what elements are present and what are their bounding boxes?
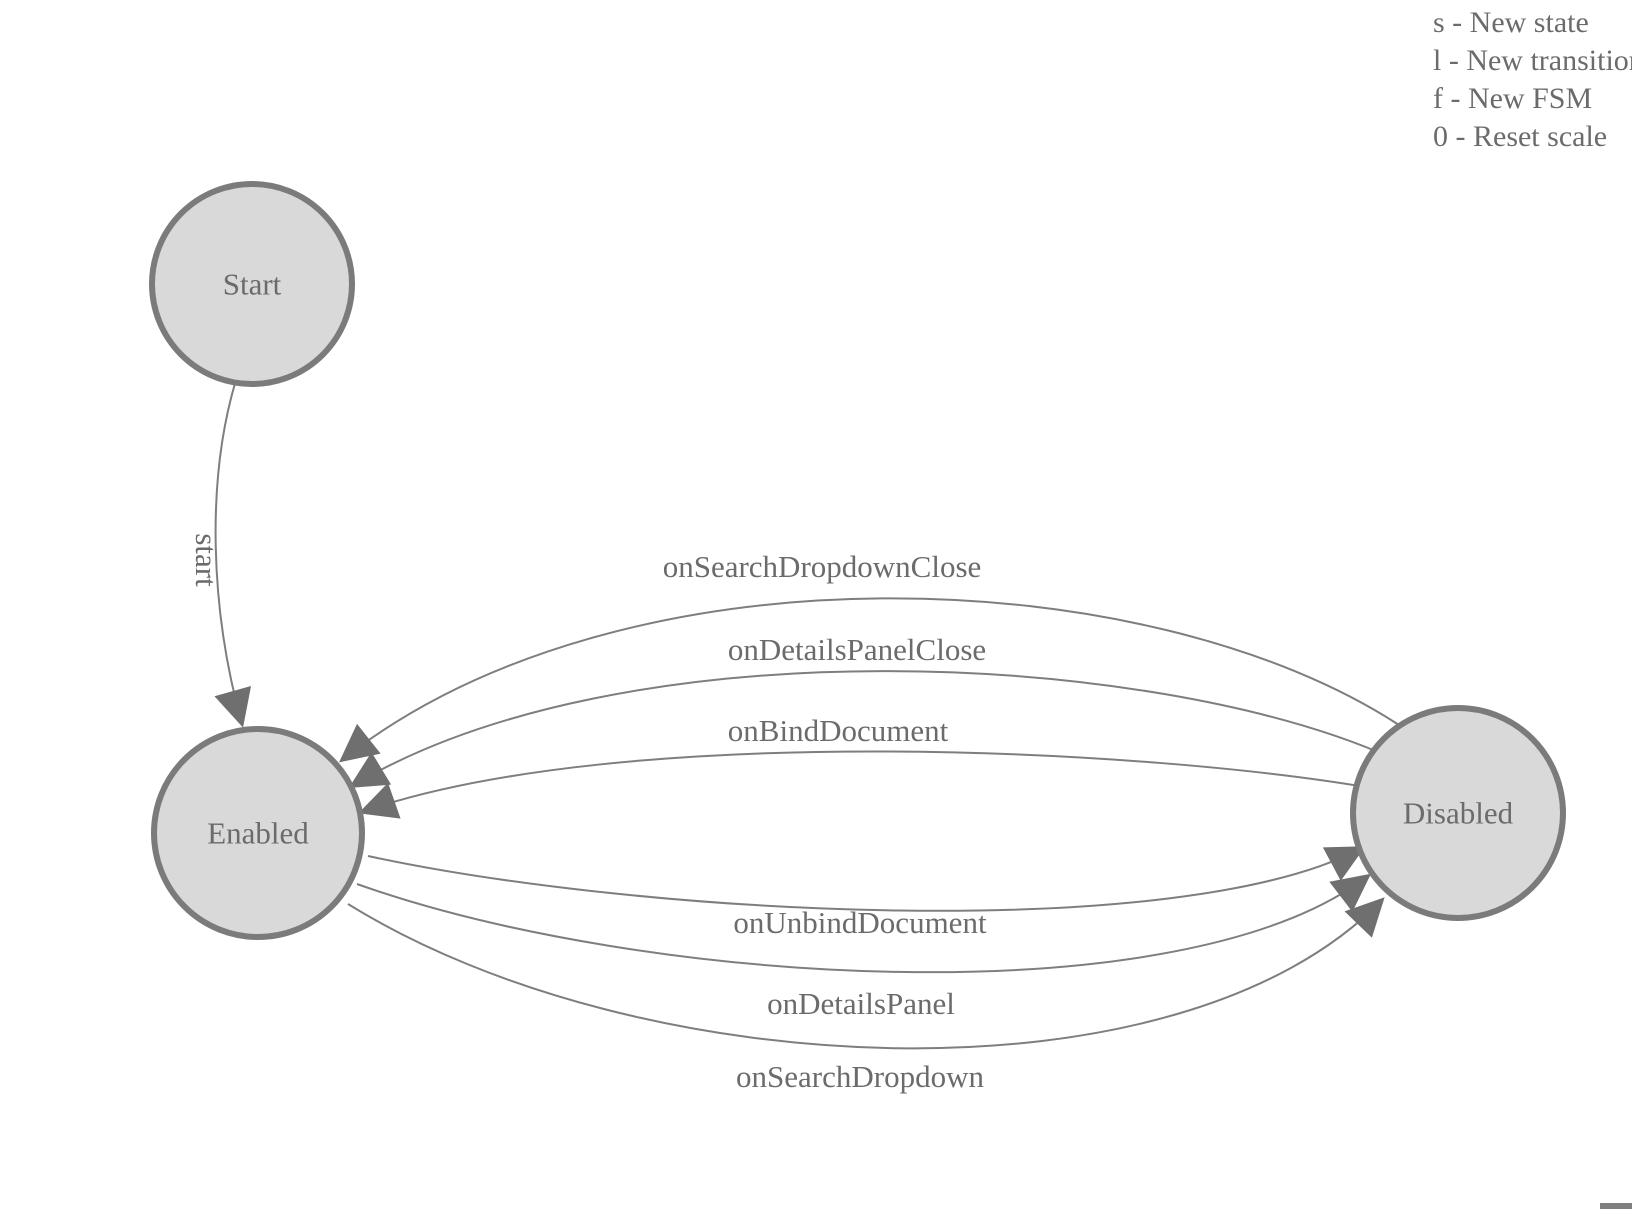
- transition-label-onSearchDropdown: onSearchDropdown: [736, 1059, 984, 1094]
- transition-start[interactable]: [214, 379, 252, 728]
- state-node-start[interactable]: Start: [149, 181, 355, 387]
- transition-onUnbindDocument[interactable]: [367, 846, 1366, 912]
- state-node-enabled[interactable]: Enabled: [151, 726, 365, 940]
- transition-onSearchDropdownClose[interactable]: [339, 597, 1403, 763]
- transition-label-onUnbindDocument: onUnbindDocument: [733, 905, 987, 940]
- state-circle-start[interactable]: [149, 181, 355, 387]
- offscreen-element-corner: [1600, 1172, 1632, 1209]
- transition-label-onBindDocument: onBindDocument: [728, 713, 949, 748]
- shortcut-legend: s - New state l - New transition f - New…: [1433, 4, 1632, 156]
- state-label-start: Start: [223, 267, 282, 302]
- legend-line-new-fsm: f - New FSM: [1433, 82, 1593, 115]
- transition-onDetailsPanelClose[interactable]: [348, 670, 1393, 788]
- legend-line-reset-scale: 0 - Reset scale: [1433, 120, 1608, 153]
- transition-onDetailsPanel[interactable]: [356, 873, 1372, 974]
- state-circle-enabled[interactable]: [151, 726, 365, 940]
- transition-onBindDocument[interactable]: [358, 750, 1384, 819]
- legend-line-new-transition: l - New transition: [1433, 44, 1632, 77]
- state-label-disabled: Disabled: [1403, 796, 1514, 831]
- state-node-disabled[interactable]: Disabled: [1350, 705, 1566, 921]
- transition-label-onSearchDropdownClose: onSearchDropdownClose: [663, 549, 982, 584]
- state-circle-disabled[interactable]: [1350, 705, 1566, 921]
- transition-label-onDetailsPanelClose: onDetailsPanelClose: [728, 632, 986, 667]
- state-label-enabled: Enabled: [207, 816, 309, 851]
- legend-line-new-state: s - New state: [1433, 6, 1589, 39]
- transition-label-onDetailsPanel: onDetailsPanel: [767, 986, 955, 1021]
- transition-onSearchDropdown[interactable]: [347, 897, 1385, 1050]
- transition-label-start: start: [189, 533, 224, 587]
